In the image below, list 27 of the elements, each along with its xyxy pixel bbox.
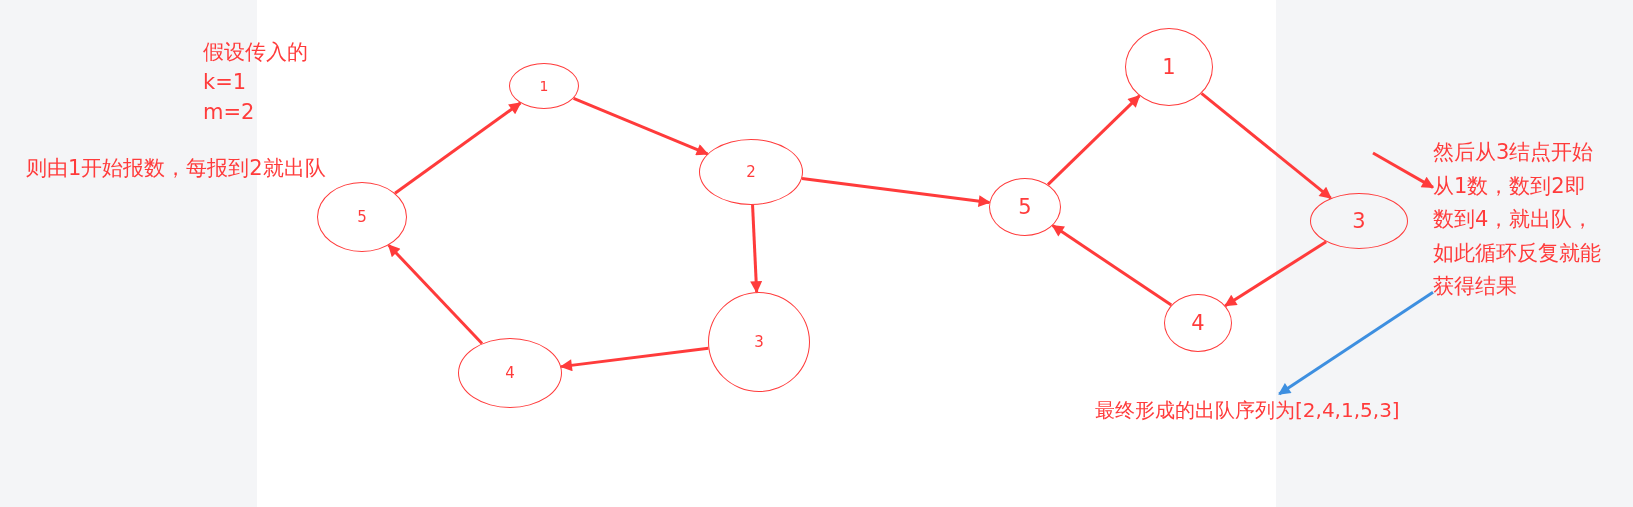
annotation-text: 然后从3结点开始从1数，数到2即数到4，就出队，如此循环反复就能获得结果 — [1433, 136, 1603, 304]
arrow — [801, 177, 991, 208]
arrow — [559, 346, 709, 372]
node-label: 4 — [1191, 311, 1205, 335]
note-text: 假设传入的 — [203, 39, 308, 66]
arrow — [1224, 240, 1327, 307]
note-text: 则由1开始报数，每报到2就出队 — [26, 155, 326, 182]
node-label: 4 — [505, 364, 515, 382]
arrow — [1372, 151, 1435, 189]
node-label: 1 — [539, 78, 549, 94]
annotation-text: 最终形成的出队序列为[2,4,1,5,3] — [1095, 394, 1415, 426]
node-label: 2 — [746, 163, 756, 181]
node-label: 3 — [754, 333, 764, 351]
arrow — [1046, 94, 1141, 186]
arrow — [1200, 92, 1332, 200]
node-label: 1 — [1162, 55, 1176, 79]
arrow — [1278, 291, 1434, 396]
arrow — [1051, 224, 1173, 307]
arrow — [573, 96, 709, 156]
arrow — [394, 101, 522, 195]
arrow — [750, 204, 763, 294]
node-label: 5 — [1018, 195, 1032, 219]
note-text: k=1 — [203, 70, 247, 94]
note-text: m=2 — [203, 100, 255, 124]
node-label: 5 — [357, 208, 367, 226]
node-label: 3 — [1352, 209, 1366, 233]
arrow — [387, 244, 484, 345]
